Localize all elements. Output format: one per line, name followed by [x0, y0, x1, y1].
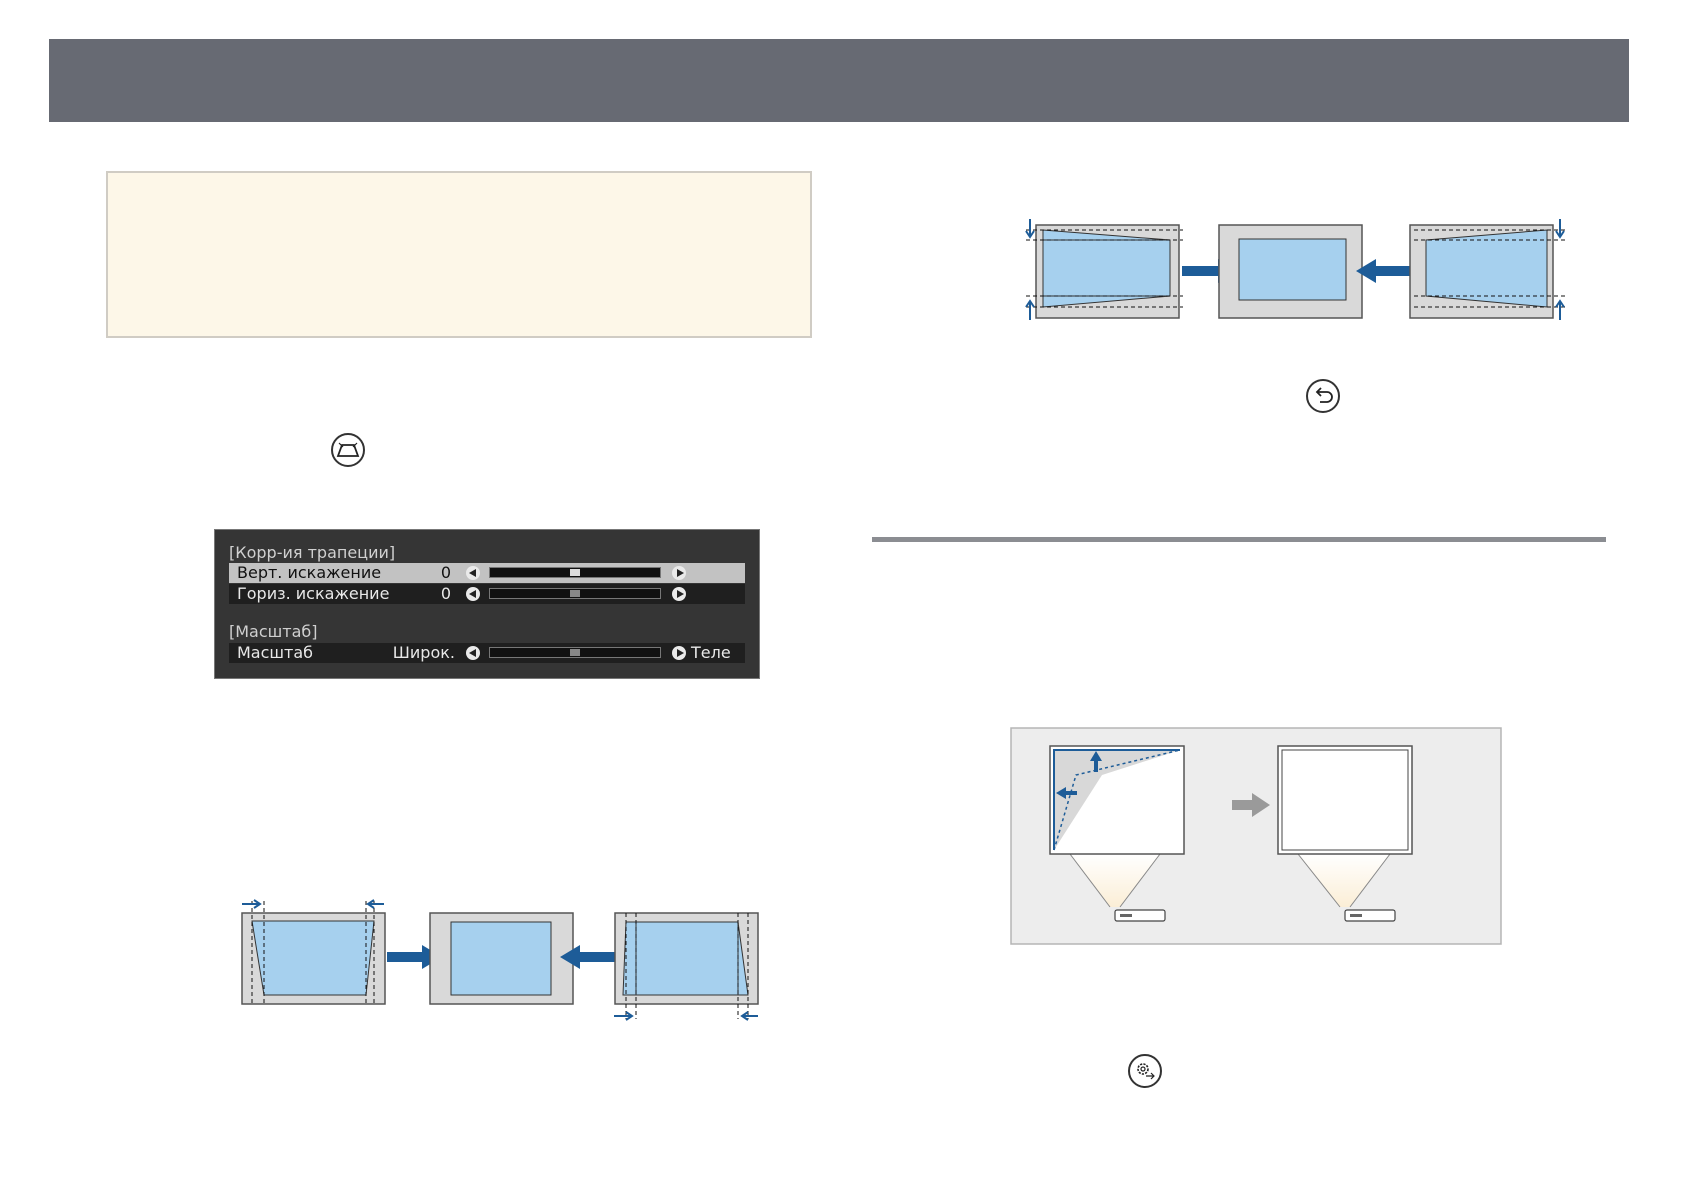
screen-after-correction [1277, 745, 1413, 922]
zoom-tele-label: Теле [691, 643, 731, 662]
increase-arrow-icon[interactable] [672, 566, 686, 580]
zoom-menu-header: [Масштаб] [229, 622, 318, 641]
screen-distorted-bottom [1409, 219, 1568, 320]
screen-corrected [429, 912, 574, 1005]
decrease-arrow-icon[interactable] [466, 646, 480, 660]
settings-icon [1128, 1054, 1162, 1088]
screen-distorted-top [1025, 219, 1183, 320]
horizontal-keystone-slider[interactable] [489, 588, 661, 599]
zoom-wide-label: Широк. [392, 643, 455, 662]
decrease-arrow-icon[interactable] [466, 566, 480, 580]
keystone-osd-menu: [Корр-ия трапеции] Верт. искажение 0 Гор… [214, 529, 760, 679]
back-icon [1306, 379, 1340, 413]
projector-icon [1114, 909, 1166, 922]
screen-corrected [1218, 224, 1363, 319]
decrease-arrow-icon[interactable] [466, 587, 480, 601]
zoom-row[interactable]: Масштаб Широк. Теле [229, 643, 745, 663]
projector-icon [1344, 909, 1396, 922]
slider-thumb[interactable] [570, 649, 580, 656]
slider-thumb[interactable] [570, 569, 580, 576]
vertical-keystone-label: Верт. искажение [237, 563, 382, 582]
increase-arrow-icon[interactable] [672, 587, 686, 601]
section-divider [872, 537, 1606, 542]
corner-correction-illustration [1010, 727, 1502, 945]
zoom-label: Масштаб [237, 643, 314, 662]
vertical-keystone-slider[interactable] [489, 567, 661, 578]
slider-thumb[interactable] [570, 590, 580, 597]
vertical-keystone-row[interactable]: Верт. искажение 0 [229, 563, 745, 583]
screen-before-correction [1049, 745, 1185, 922]
horizontal-keystone-value: 0 [440, 584, 451, 603]
keystone-icon [331, 433, 365, 467]
horizontal-keystone-label: Гориз. искажение [237, 584, 390, 603]
screen-distorted-right [614, 912, 759, 1021]
vertical-keystone-diagram [1025, 219, 1568, 320]
horizontal-keystone-row[interactable]: Гориз. искажение 0 [229, 584, 745, 604]
note-box [106, 171, 812, 338]
screen-distorted-left [241, 899, 386, 1005]
header-bar [49, 39, 1629, 122]
vertical-keystone-value: 0 [440, 563, 451, 582]
increase-arrow-icon[interactable] [672, 646, 686, 660]
keystone-menu-header: [Корр-ия трапеции] [229, 543, 396, 562]
horizontal-keystone-diagram [241, 899, 759, 1021]
zoom-slider[interactable] [489, 647, 661, 658]
